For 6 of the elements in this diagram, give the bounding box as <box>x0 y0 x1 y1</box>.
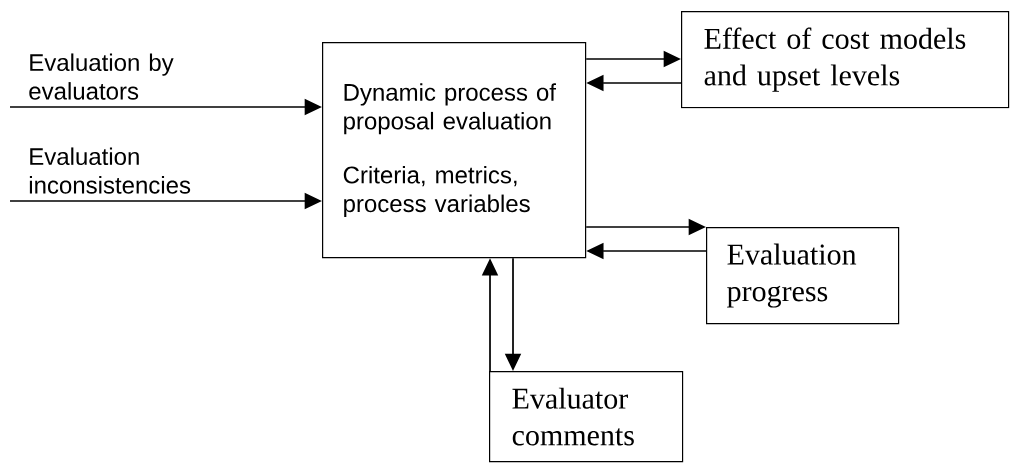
process-box: Dynamic process of proposal evaluation Criteria, metrics, process variables <box>322 42 587 259</box>
edge-label: Evaluation by evaluators <box>29 53 174 100</box>
output-box: Evaluator comments <box>489 371 684 463</box>
output-box: Evaluation progress <box>706 227 900 325</box>
output-box: Effect of cost models and upset levels <box>681 11 1010 109</box>
edge-label: Evaluation inconsistencies <box>29 147 191 194</box>
